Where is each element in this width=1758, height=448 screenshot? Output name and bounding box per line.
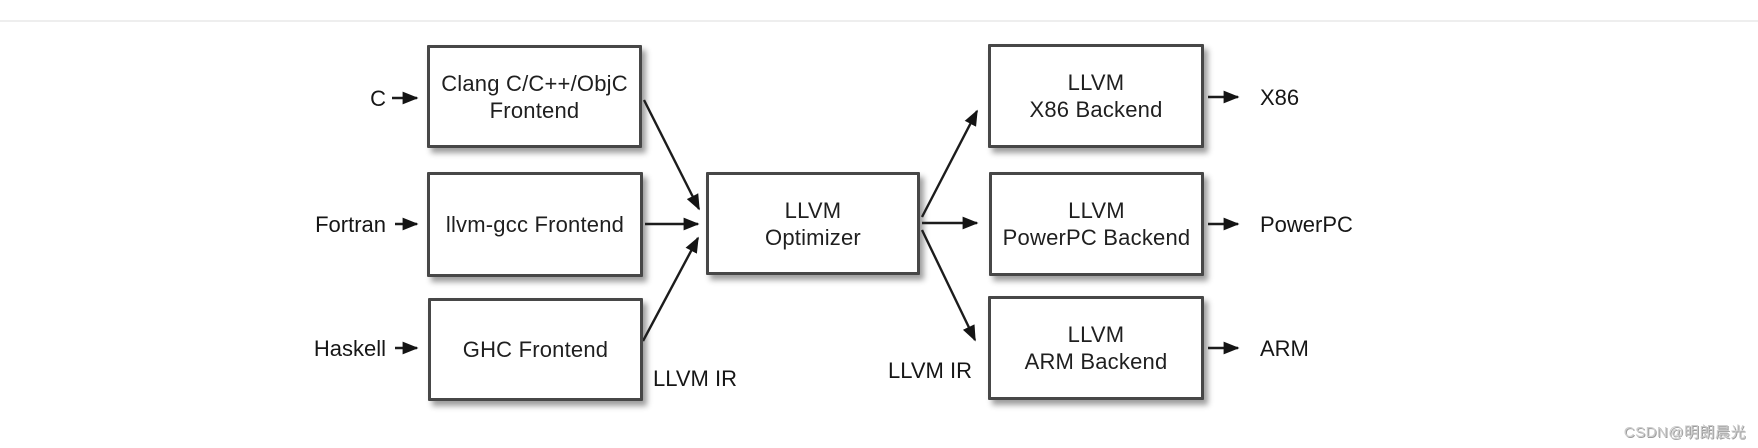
target-label-x86: X86 bbox=[1260, 85, 1300, 110]
edge-optimizer-to-x86 bbox=[920, 109, 979, 218]
node-clang-frontend: Clang C/C++/ObjC Frontend bbox=[427, 45, 642, 148]
node-label-line1: LLVM bbox=[1067, 322, 1125, 347]
node-label-line1: GHC Frontend bbox=[462, 337, 609, 362]
node-x86-backend: LLVM X86 Backend bbox=[988, 44, 1204, 148]
node-label-line2: Frontend bbox=[489, 97, 580, 123]
node-label-line2: X86 Backend bbox=[1029, 97, 1163, 122]
edge-optimizer-to-arm bbox=[920, 229, 977, 342]
node-arm-backend: LLVM ARM Backend bbox=[988, 296, 1204, 400]
node-label-line1: Clang C/C++/ObjC bbox=[441, 70, 628, 96]
node-label-line2: ARM Backend bbox=[1024, 349, 1168, 374]
node-llvm-optimizer: LLVM Optimizer bbox=[706, 172, 920, 275]
csdn-watermark: CSDN@明朗晨光 bbox=[1623, 424, 1746, 441]
node-label-line2: Optimizer bbox=[765, 224, 861, 250]
source-label-c: C bbox=[370, 86, 386, 111]
edge-ghc-to-optimizer bbox=[641, 236, 700, 342]
target-label-powerpc: PowerPC bbox=[1260, 212, 1353, 237]
ir-label-left: LLVM IR bbox=[653, 366, 737, 391]
node-powerpc-backend: LLVM PowerPC Backend bbox=[989, 172, 1204, 276]
node-label-line1: llvm-gcc Frontend bbox=[445, 212, 625, 237]
node-label-line1: LLVM bbox=[784, 197, 842, 223]
node-label-line2: PowerPC Backend bbox=[1002, 225, 1191, 250]
source-label-haskell: Haskell bbox=[313, 336, 386, 361]
source-label-fortran: Fortran bbox=[315, 212, 386, 237]
target-label-arm: ARM bbox=[1260, 336, 1309, 361]
node-label-line1: LLVM bbox=[1067, 70, 1125, 95]
node-llvmgcc-frontend: llvm-gcc Frontend bbox=[427, 172, 643, 277]
node-ghc-frontend: GHC Frontend bbox=[428, 298, 643, 401]
ir-label-right: LLVM IR bbox=[888, 358, 972, 383]
edge-clang-to-optimizer bbox=[642, 99, 701, 211]
top-divider-line bbox=[0, 20, 1758, 22]
node-label-line1: LLVM bbox=[1068, 198, 1125, 223]
